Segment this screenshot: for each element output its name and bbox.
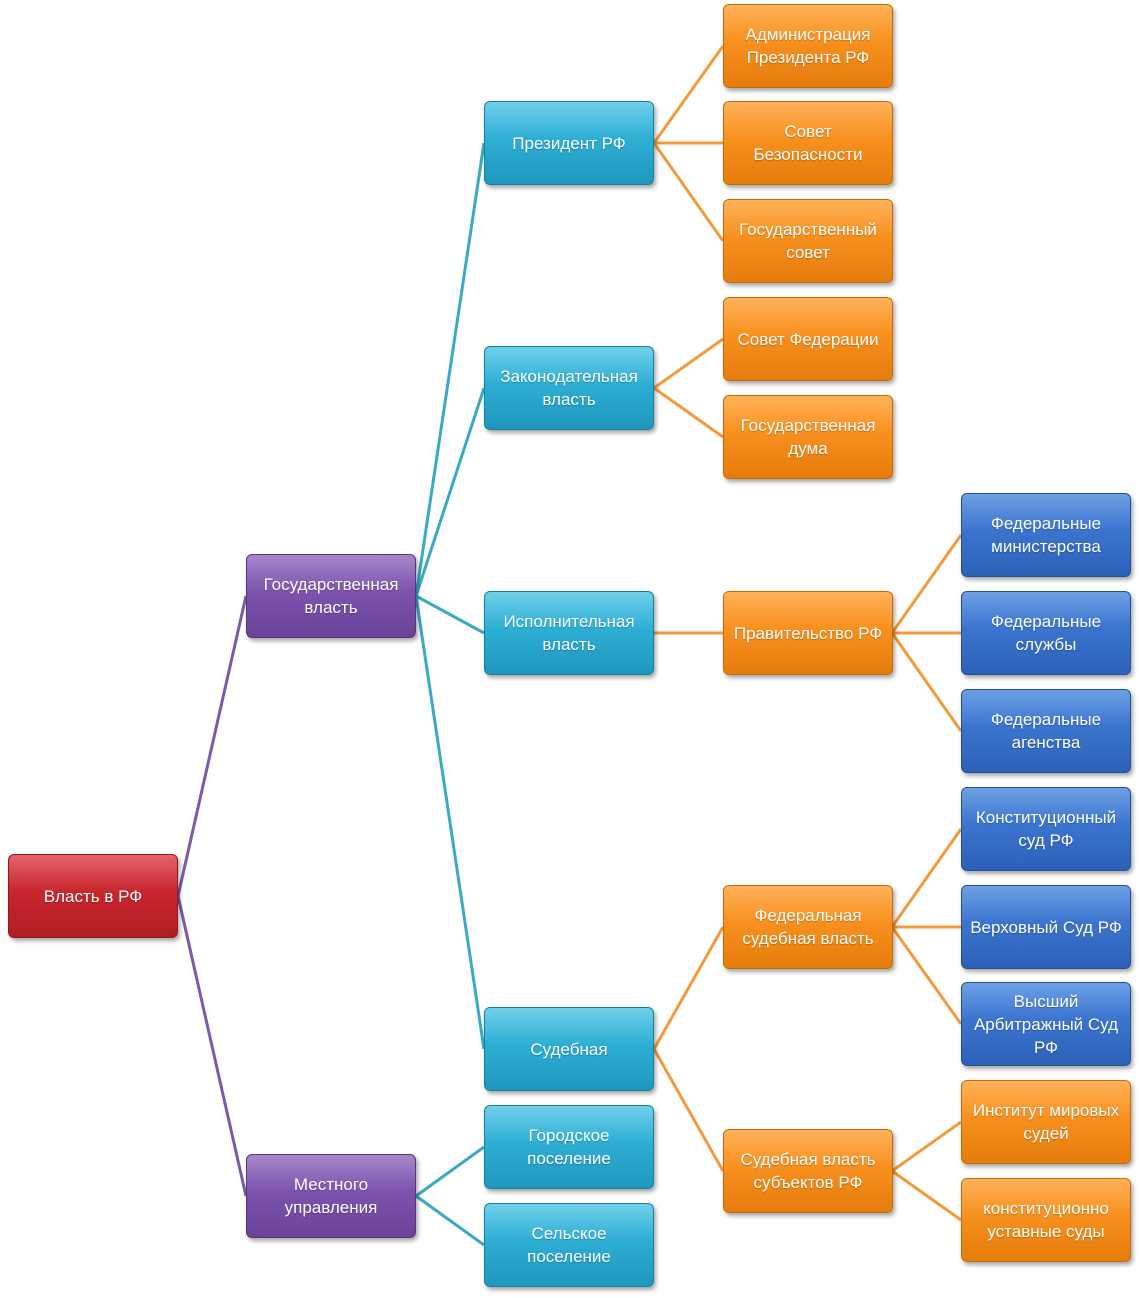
edge-local-city [415, 1145, 485, 1198]
node-government-label: Правительство РФ [733, 623, 883, 643]
node-city-settlement-label: Городское поселение [527, 1126, 611, 1168]
node-president-label: Президент РФ [512, 133, 626, 153]
edge-subject-peace [891, 1120, 962, 1173]
edge-legislative-federation [653, 337, 724, 390]
edge-state-executive [415, 594, 485, 635]
node-federation-council-label: Совет Федерации [737, 329, 879, 349]
node-ministries-label: Федеральные министерства [990, 514, 1102, 556]
node-legislative-label: Законодательная власть [500, 367, 638, 409]
node-subject-judicial: Судебная власть субъектов РФ [723, 1129, 893, 1213]
edge-judicial-subject [652, 1048, 725, 1172]
edge-government-agencies [890, 632, 963, 732]
node-state-power-label: Государственная власть [263, 575, 399, 617]
edge-root-local [176, 895, 248, 1197]
edge-local-rural [415, 1194, 485, 1247]
node-security-council: Совет Безопасности [723, 101, 893, 185]
node-city-settlement: Городское поселение [484, 1105, 654, 1189]
edge-federal-arbitration [890, 926, 963, 1025]
node-arbitration-court: Высший Арбитражный Суд РФ [961, 982, 1131, 1066]
node-administration: Администрация Президента РФ [723, 4, 893, 88]
node-root: Власть в РФ [8, 854, 178, 938]
node-constitutional-court-label: Конституционный суд РФ [975, 808, 1117, 850]
node-executive-label: Исполнительная власть [503, 612, 635, 654]
node-charter-courts: конституционно уставные суды [961, 1178, 1131, 1262]
node-local-gov-label: Местного управления [284, 1175, 378, 1217]
node-services-label: Федеральные службы [990, 612, 1102, 654]
node-judicial: Судебная [484, 1007, 654, 1091]
edge-president-statecouncil [652, 142, 725, 242]
edge-subject-charter [891, 1169, 962, 1222]
edge-judicial-federal [652, 926, 725, 1050]
edge-state-judicial [414, 595, 486, 1050]
edge-root-state [176, 595, 248, 897]
node-state-council: Государственный совет [723, 199, 893, 283]
edge-government-ministries [890, 534, 963, 634]
node-security-council-label: Совет Безопасности [753, 122, 863, 164]
node-government: Правительство РФ [723, 591, 893, 675]
node-state-council-label: Государственный совет [739, 220, 877, 262]
edge-president-administration [652, 45, 725, 144]
node-rural-settlement-label: Сельское поселение [527, 1224, 611, 1266]
node-supreme-court: Верховный Суд РФ [961, 885, 1131, 969]
node-judicial-label: Судебная [530, 1039, 608, 1059]
edge-federal-constitutional [890, 828, 963, 928]
node-justices-of-peace-label: Институт мировых судей [972, 1101, 1120, 1143]
node-charter-courts-label: конституционно уставные суды [983, 1199, 1109, 1241]
node-president: Президент РФ [484, 101, 654, 185]
node-agencies-label: Федеральные агенства [990, 710, 1102, 752]
edge-state-president [414, 142, 486, 597]
node-administration-label: Администрация Президента РФ [745, 25, 871, 67]
node-services: Федеральные службы [961, 591, 1131, 675]
node-subject-judicial-label: Судебная власть субъектов РФ [740, 1150, 876, 1192]
node-justices-of-peace: Институт мировых судей [961, 1080, 1131, 1164]
node-state-power: Государственная власть [246, 554, 416, 638]
edge-legislative-duma [653, 386, 724, 439]
node-federal-judicial: Федеральная судебная власть [723, 885, 893, 969]
node-state-duma-label: Государственная дума [740, 416, 876, 458]
node-legislative: Законодательная власть [484, 346, 654, 430]
node-state-duma: Государственная дума [723, 395, 893, 479]
edge-state-legislative [414, 387, 486, 597]
node-executive: Исполнительная власть [484, 591, 654, 675]
node-rural-settlement: Сельское поселение [484, 1203, 654, 1287]
node-local-gov: Местного управления [246, 1154, 416, 1238]
node-ministries: Федеральные министерства [961, 493, 1131, 577]
node-federal-judicial-label: Федеральная судебная власть [742, 906, 874, 948]
node-supreme-court-label: Верховный Суд РФ [970, 917, 1122, 937]
node-agencies: Федеральные агенства [961, 689, 1131, 773]
node-federation-council: Совет Федерации [723, 297, 893, 381]
node-arbitration-court-label: Высший Арбитражный Суд РФ [973, 991, 1119, 1057]
node-root-label: Власть в РФ [43, 886, 143, 906]
node-constitutional-court: Конституционный суд РФ [961, 787, 1131, 871]
